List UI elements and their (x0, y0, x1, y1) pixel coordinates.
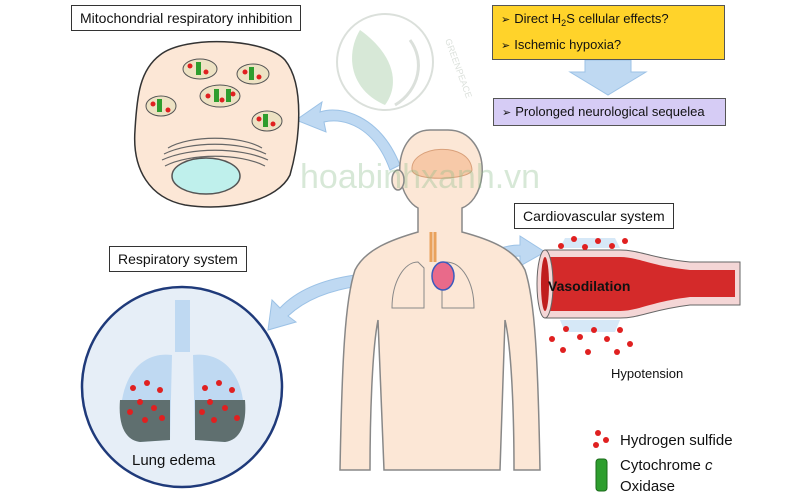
nucleus (171, 157, 241, 195)
title-cardiovascular: Cardiovascular system (514, 203, 674, 229)
title-mitochondrial: Mitochondrial respiratory inhibition (71, 5, 302, 31)
label-hypotension: Hypotension (611, 366, 684, 381)
bullet-icon: ➢ (501, 14, 511, 26)
lung-right-edema (195, 400, 246, 442)
lung-h2s-dots (127, 380, 240, 423)
lung-trachea (175, 300, 190, 352)
watermark-logo-text: GREENPEACE (443, 37, 474, 99)
bullet-icon: ➢ (501, 40, 511, 52)
cell-h2s-dots (150, 63, 276, 127)
callout-item-ischemic: ➢Ischemic hypoxia? (501, 37, 622, 52)
cell (133, 40, 300, 208)
legend-oxidase: Oxidase (620, 478, 676, 495)
endoplasmic-reticulum (161, 137, 269, 167)
legend-h2s-mark (593, 430, 609, 448)
arrow-to-lungs (267, 274, 361, 331)
label-vasodilation: Vasodilation (548, 278, 631, 294)
vessel-down-arrow (560, 320, 620, 332)
callout-sequelae: ➢Prolonged neurological sequelea (493, 98, 726, 126)
body-organs (391, 148, 475, 309)
brain (411, 148, 473, 179)
watermark-site: hoabinhxanh.vn (300, 158, 541, 196)
cytochrome-markers (157, 62, 268, 127)
watermark-logo: GREENPEACE (336, 13, 474, 111)
left-lung (391, 261, 425, 309)
human-body (339, 129, 541, 471)
vessel-h2s-dots (549, 236, 633, 355)
bullet-icon: ➢ (502, 107, 512, 119)
ear (391, 169, 405, 191)
heart (431, 261, 455, 291)
legend-cytochrome: Cytochrome c (620, 457, 713, 474)
arrow-down-callout (568, 59, 648, 96)
trachea (429, 232, 437, 262)
label-lung-edema: Lung edema (132, 452, 216, 469)
title-respiratory: Respiratory system (109, 246, 247, 272)
callout-causes: ➢Direct H2S cellular effects? ➢Ischemic … (492, 5, 725, 60)
callout-item-direct: ➢Direct H2S cellular effects? (501, 11, 669, 28)
blood-vessel (536, 238, 741, 332)
legend-hydrogen-sulfide: Hydrogen sulfide (620, 432, 733, 449)
lungs-detail (80, 285, 284, 489)
legend-cytochrome-mark (595, 458, 608, 492)
